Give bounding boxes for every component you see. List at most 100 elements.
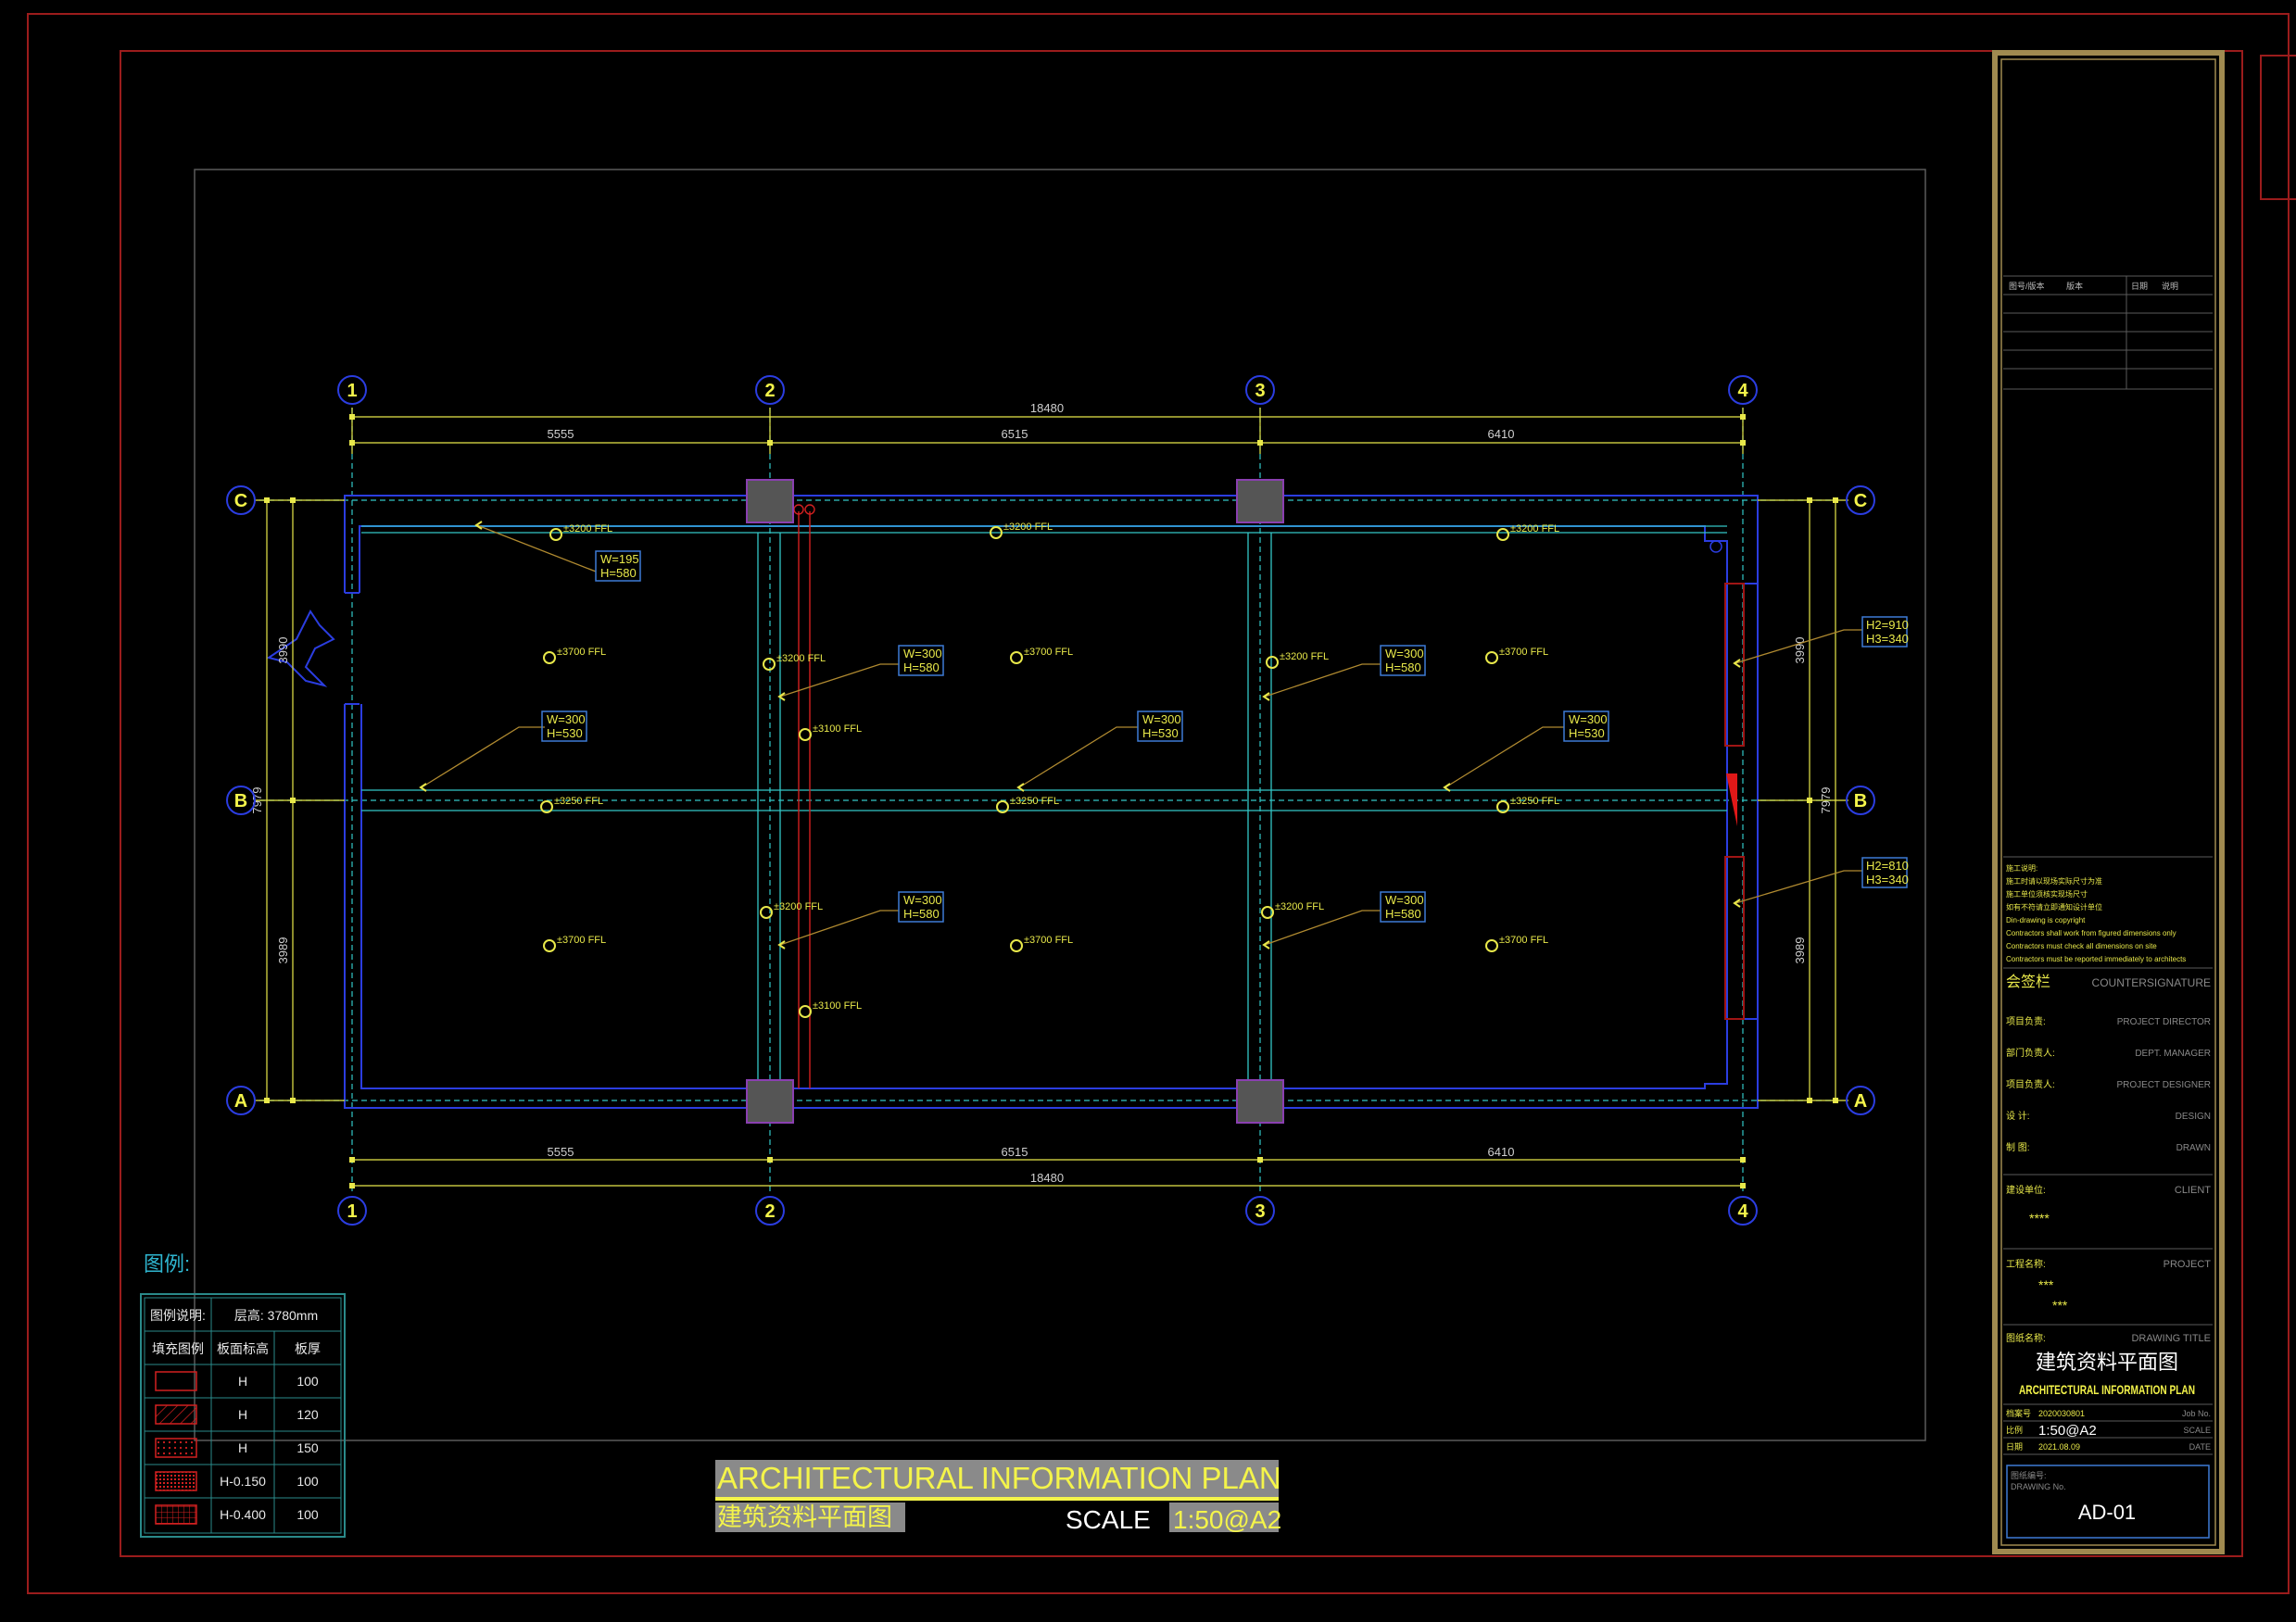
drawing-title-cn: 建筑资料平面图 — [717, 1503, 892, 1531]
job-en: Job No. — [2182, 1409, 2211, 1418]
dim-top-span-3: 6410 — [1488, 427, 1515, 441]
role-en: DESIGN — [2176, 1112, 2211, 1122]
level-label: ±3100 FFL — [813, 1000, 862, 1012]
leader-lines — [421, 524, 1862, 946]
level-label: ±3100 FFL — [813, 723, 862, 735]
right-edge-mark — [2260, 55, 2296, 200]
callout-line: H=530 — [1142, 726, 1179, 740]
red-wall-segment — [1726, 773, 1737, 826]
legend-col-header-thickness: 板厚 — [295, 1341, 321, 1356]
drawing-scale-value: 1:50@A2 — [1173, 1505, 1281, 1534]
grid-bubble-labels: 1 2 3 4 1 2 3 4 C B A C B A — [234, 381, 1867, 1222]
grid-bubbles — [226, 375, 1875, 1226]
note-line: 施工时请以现场实际尺寸为准 — [2006, 876, 2102, 886]
callout-line: H2=910 — [1866, 618, 1909, 632]
title-block-en: ARCHITECTURAL INFORMATION PLAN — [2019, 1382, 2195, 1397]
legend-level: H-0.150 — [220, 1474, 266, 1489]
job-cn: 档案号 — [2006, 1408, 2031, 1418]
floor-plan: 18480 5555 6515 6410 5555 6515 6410 1848… — [226, 375, 1909, 1226]
grid-col-1-bottom: 1 — [347, 1201, 357, 1222]
title-block: 图号/版本 版本 日期 说明 施工说明: 施工时请以现场实际尺寸为准 施工单位须… — [1992, 50, 2225, 1554]
level-label: ±3200 FFL — [1003, 522, 1053, 533]
legend-swatch-plain — [155, 1371, 197, 1391]
countersign-en: COUNTERSIGNATURE — [2092, 976, 2211, 989]
legend-level: H — [238, 1440, 247, 1455]
drawing-no-cn: 图纸编号: — [2011, 1470, 2047, 1480]
level-markers — [540, 526, 1509, 1018]
rev-header: 日期 — [2131, 282, 2148, 291]
legend-height-cell: 层高: 3780mm — [234, 1308, 318, 1323]
note-line: 如有不符请立即通知设计单位 — [2006, 902, 2102, 912]
note-line: Contractors must check all dimensions on… — [2006, 942, 2157, 950]
role-en: DEPT. MANAGER — [2135, 1049, 2211, 1059]
role-en: DRAWN — [2176, 1143, 2211, 1153]
callout-line: H=580 — [600, 566, 637, 580]
legend-swatch-hatch — [155, 1404, 197, 1425]
note-line: Contractors shall work from figured dime… — [2006, 929, 2176, 937]
legend: 图例: 图例说明: 层高: 3780mm 填充图例 板面标高 板厚 H 100 … — [140, 1252, 346, 1538]
callout-line: H3=340 — [1866, 632, 1909, 646]
role-en: PROJECT DESIGNER — [2117, 1080, 2212, 1090]
role-cn: 项目负责: — [2006, 1015, 2046, 1027]
dim-bottom-total: 18480 — [1030, 1171, 1064, 1185]
drawing-no: AD-01 — [2078, 1501, 2136, 1524]
drawing-title-en: ARCHITECTURAL INFORMATION PLAN — [717, 1461, 1281, 1495]
callout-line: H=580 — [1385, 907, 1421, 921]
grid-col-2-top: 2 — [764, 381, 775, 401]
drawing-title: ARCHITECTURAL INFORMATION PLAN 建筑资料平面图 S… — [715, 1460, 1281, 1534]
grid-lines — [259, 408, 1835, 1195]
grid-row-c-left: C — [234, 491, 247, 511]
level-label: ±3700 FFL — [557, 935, 606, 946]
role-cn: 设 计: — [2006, 1110, 2030, 1122]
grid-col-3-top: 3 — [1255, 381, 1265, 401]
level-label: ±3250 FFL — [1510, 796, 1559, 807]
dim-right-span-2: 3989 — [1793, 937, 1807, 964]
dim-top-total: 18480 — [1030, 401, 1064, 415]
drawing-scale-label: SCALE — [1066, 1505, 1151, 1534]
callout-line: W=300 — [1385, 647, 1424, 660]
grid-col-4-bottom: 4 — [1737, 1201, 1748, 1222]
beams — [361, 525, 1727, 1088]
project-cn: 工程名称: — [2006, 1258, 2046, 1270]
level-label: ±3700 FFL — [1499, 935, 1548, 946]
callout-boxes — [541, 550, 1908, 923]
level-label: ±3700 FFL — [557, 647, 606, 658]
legend-thickness: 120 — [296, 1407, 319, 1422]
callout-line: H=580 — [903, 660, 940, 674]
legend-level: H-0.400 — [220, 1507, 266, 1522]
project-value-1: *** — [2038, 1277, 2054, 1292]
drain-symbol — [1709, 540, 1722, 553]
legend-level: H — [238, 1407, 247, 1422]
callout-line: H3=340 — [1866, 873, 1909, 886]
level-texts: ±3200 FFL ±3200 FFL ±3200 FFL ±3700 FFL … — [554, 522, 1559, 1012]
grid-col-4-top: 4 — [1737, 381, 1748, 401]
dimension-ticks — [264, 414, 1838, 1188]
callout-texts: W=195 H=580 W=300 H=530 W=300 H=580 W=30… — [547, 552, 1909, 921]
grid-row-a-left: A — [234, 1091, 247, 1112]
legend-thickness: 100 — [296, 1507, 319, 1522]
callout-line: W=300 — [1142, 712, 1181, 726]
legend-swatch-dots — [155, 1438, 197, 1458]
legend-title-cell: 图例说明: — [150, 1308, 206, 1323]
level-label: ±3250 FFL — [1010, 796, 1059, 807]
note-line: 施工单位须核实现场尺寸 — [2006, 889, 2088, 899]
dim-left-span-2: 3989 — [276, 937, 290, 964]
note-line: Din-drawing is copyright — [2006, 916, 2086, 924]
drawing-frame — [194, 169, 1926, 1441]
callout-line: H=530 — [1569, 726, 1605, 740]
note-line: 施工说明: — [2006, 863, 2037, 873]
dim-right-total: 7979 — [1819, 787, 1833, 814]
callout-line: H=530 — [547, 726, 583, 740]
level-label: ±3250 FFL — [554, 796, 603, 807]
legend-col-header-level: 板面标高 — [217, 1341, 269, 1356]
grid-row-c-right: C — [1854, 491, 1867, 511]
level-label: ±3200 FFL — [563, 523, 612, 534]
grid-col-1-top: 1 — [347, 381, 357, 401]
legend-level: H — [238, 1374, 247, 1389]
grid-row-b-right: B — [1854, 791, 1867, 811]
window-panels — [1724, 583, 1745, 1020]
callout-line: W=300 — [903, 647, 942, 660]
level-label: ±3200 FFL — [1280, 651, 1329, 662]
grid-col-2-bottom: 2 — [764, 1201, 775, 1222]
callout-line: H=580 — [903, 907, 940, 921]
